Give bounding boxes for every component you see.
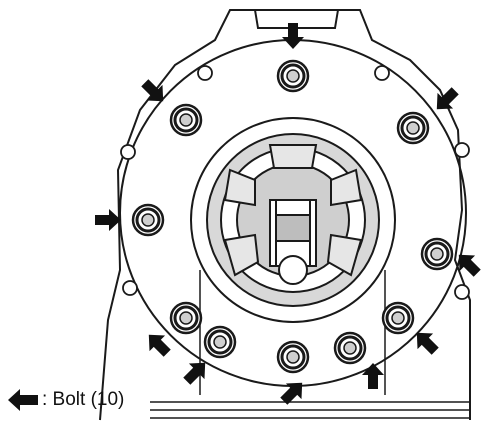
- bolt-arrow-5: [148, 334, 171, 357]
- bolt-4: [131, 203, 165, 237]
- housing-holes: [120, 65, 470, 300]
- bolt-arrow-6: [183, 362, 206, 385]
- oil-pump-hub: [190, 117, 396, 323]
- lower-ribs: [150, 270, 470, 419]
- bolt-10: [420, 237, 454, 271]
- bolt-2: [169, 103, 203, 137]
- bolt-arrow-4: [95, 209, 121, 231]
- bolt-arrow-8: [362, 363, 384, 389]
- bolt-9: [381, 301, 415, 335]
- bolt-arrow-1: [282, 23, 304, 49]
- bolt-7: [276, 340, 310, 374]
- legend: : Bolt (10): [8, 386, 124, 414]
- arrow-left-icon: [8, 389, 38, 411]
- bolt-arrow-10: [458, 254, 481, 277]
- bolt-1: [276, 59, 310, 93]
- bolt-arrow-7: [280, 382, 303, 405]
- bolt-arrow-2: [141, 79, 164, 102]
- legend-label: : Bolt (10): [42, 389, 125, 410]
- bolt-3: [396, 111, 430, 145]
- bolt-arrow-3: [436, 87, 459, 110]
- bolt-layer: [95, 23, 481, 405]
- bolt-6: [203, 325, 237, 359]
- bolt-5: [169, 301, 203, 335]
- bolt-arrow-9: [416, 332, 439, 355]
- bolt-8: [333, 331, 367, 365]
